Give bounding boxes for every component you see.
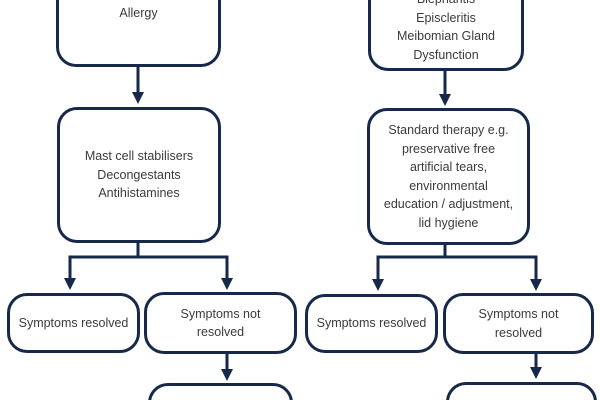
outcome-line: Symptoms resolved [316, 316, 427, 331]
outcome-resolved-right-text: Symptoms resolved [308, 314, 435, 333]
condition-box-blepharitis-text: Blepharitis Episcleritis Meibomian Gland… [371, 0, 521, 64]
treatment-box-allergy: Mast cell stabilisers Decongestants Anti… [57, 107, 221, 243]
treatment-line: environmental [409, 178, 488, 193]
treatment-line: Mast cell stabilisers [84, 149, 194, 164]
outcome-box-resolved-left: Symptoms resolved [7, 293, 140, 353]
condition-line: Meibomian Gland [397, 29, 495, 43]
outcome-line: Symptoms resolved [18, 315, 129, 330]
condition-line: Episcleritis [416, 10, 476, 25]
outcome-resolved-left-text: Symptoms resolved [10, 314, 137, 333]
condition-box-allergy-text: Allergy [59, 4, 218, 23]
condition-line: Allergy [119, 5, 158, 20]
condition-box-blepharitis: Blepharitis Episcleritis Meibomian Gland… [368, 0, 524, 71]
next-step-box-right [446, 382, 597, 400]
outcome-box-not-resolved-left: Symptoms not resolved [144, 292, 297, 354]
condition-box-allergy: Allergy [56, 0, 221, 67]
outcome-line: resolved [196, 325, 245, 339]
treatment-box-blepharitis: Standard therapy e.g. preservative free … [367, 108, 530, 245]
treatment-box-blepharitis-text: Standard therapy e.g. preservative free … [370, 121, 527, 232]
treatment-box-allergy-text: Mast cell stabilisers Decongestants Anti… [60, 147, 218, 203]
outcome-line: Symptoms not [478, 307, 559, 321]
condition-line: Dysfunction [413, 47, 479, 62]
outcome-not-resolved-left-text: Symptoms not resolved [147, 305, 294, 342]
treatment-line: artificial tears, [409, 160, 488, 174]
treatment-line: Standard therapy e.g. [388, 123, 509, 137]
treatment-line: education / adjustment, [383, 197, 514, 211]
treatment-line: lid hygiene [418, 215, 479, 230]
outcome-line: Symptoms not [180, 306, 261, 321]
outcome-line: resolved [494, 325, 543, 340]
outcome-box-not-resolved-right: Symptoms not resolved [443, 293, 594, 354]
condition-line: Blepharitis [371, 0, 521, 9]
treatment-line: preservative free [401, 141, 496, 156]
treatment-line: Decongestants [97, 167, 181, 182]
outcome-box-resolved-right: Symptoms resolved [305, 294, 438, 353]
outcome-not-resolved-right-text: Symptoms not resolved [446, 305, 591, 342]
next-step-box-left [148, 383, 293, 400]
treatment-line: Antihistamines [98, 186, 180, 201]
